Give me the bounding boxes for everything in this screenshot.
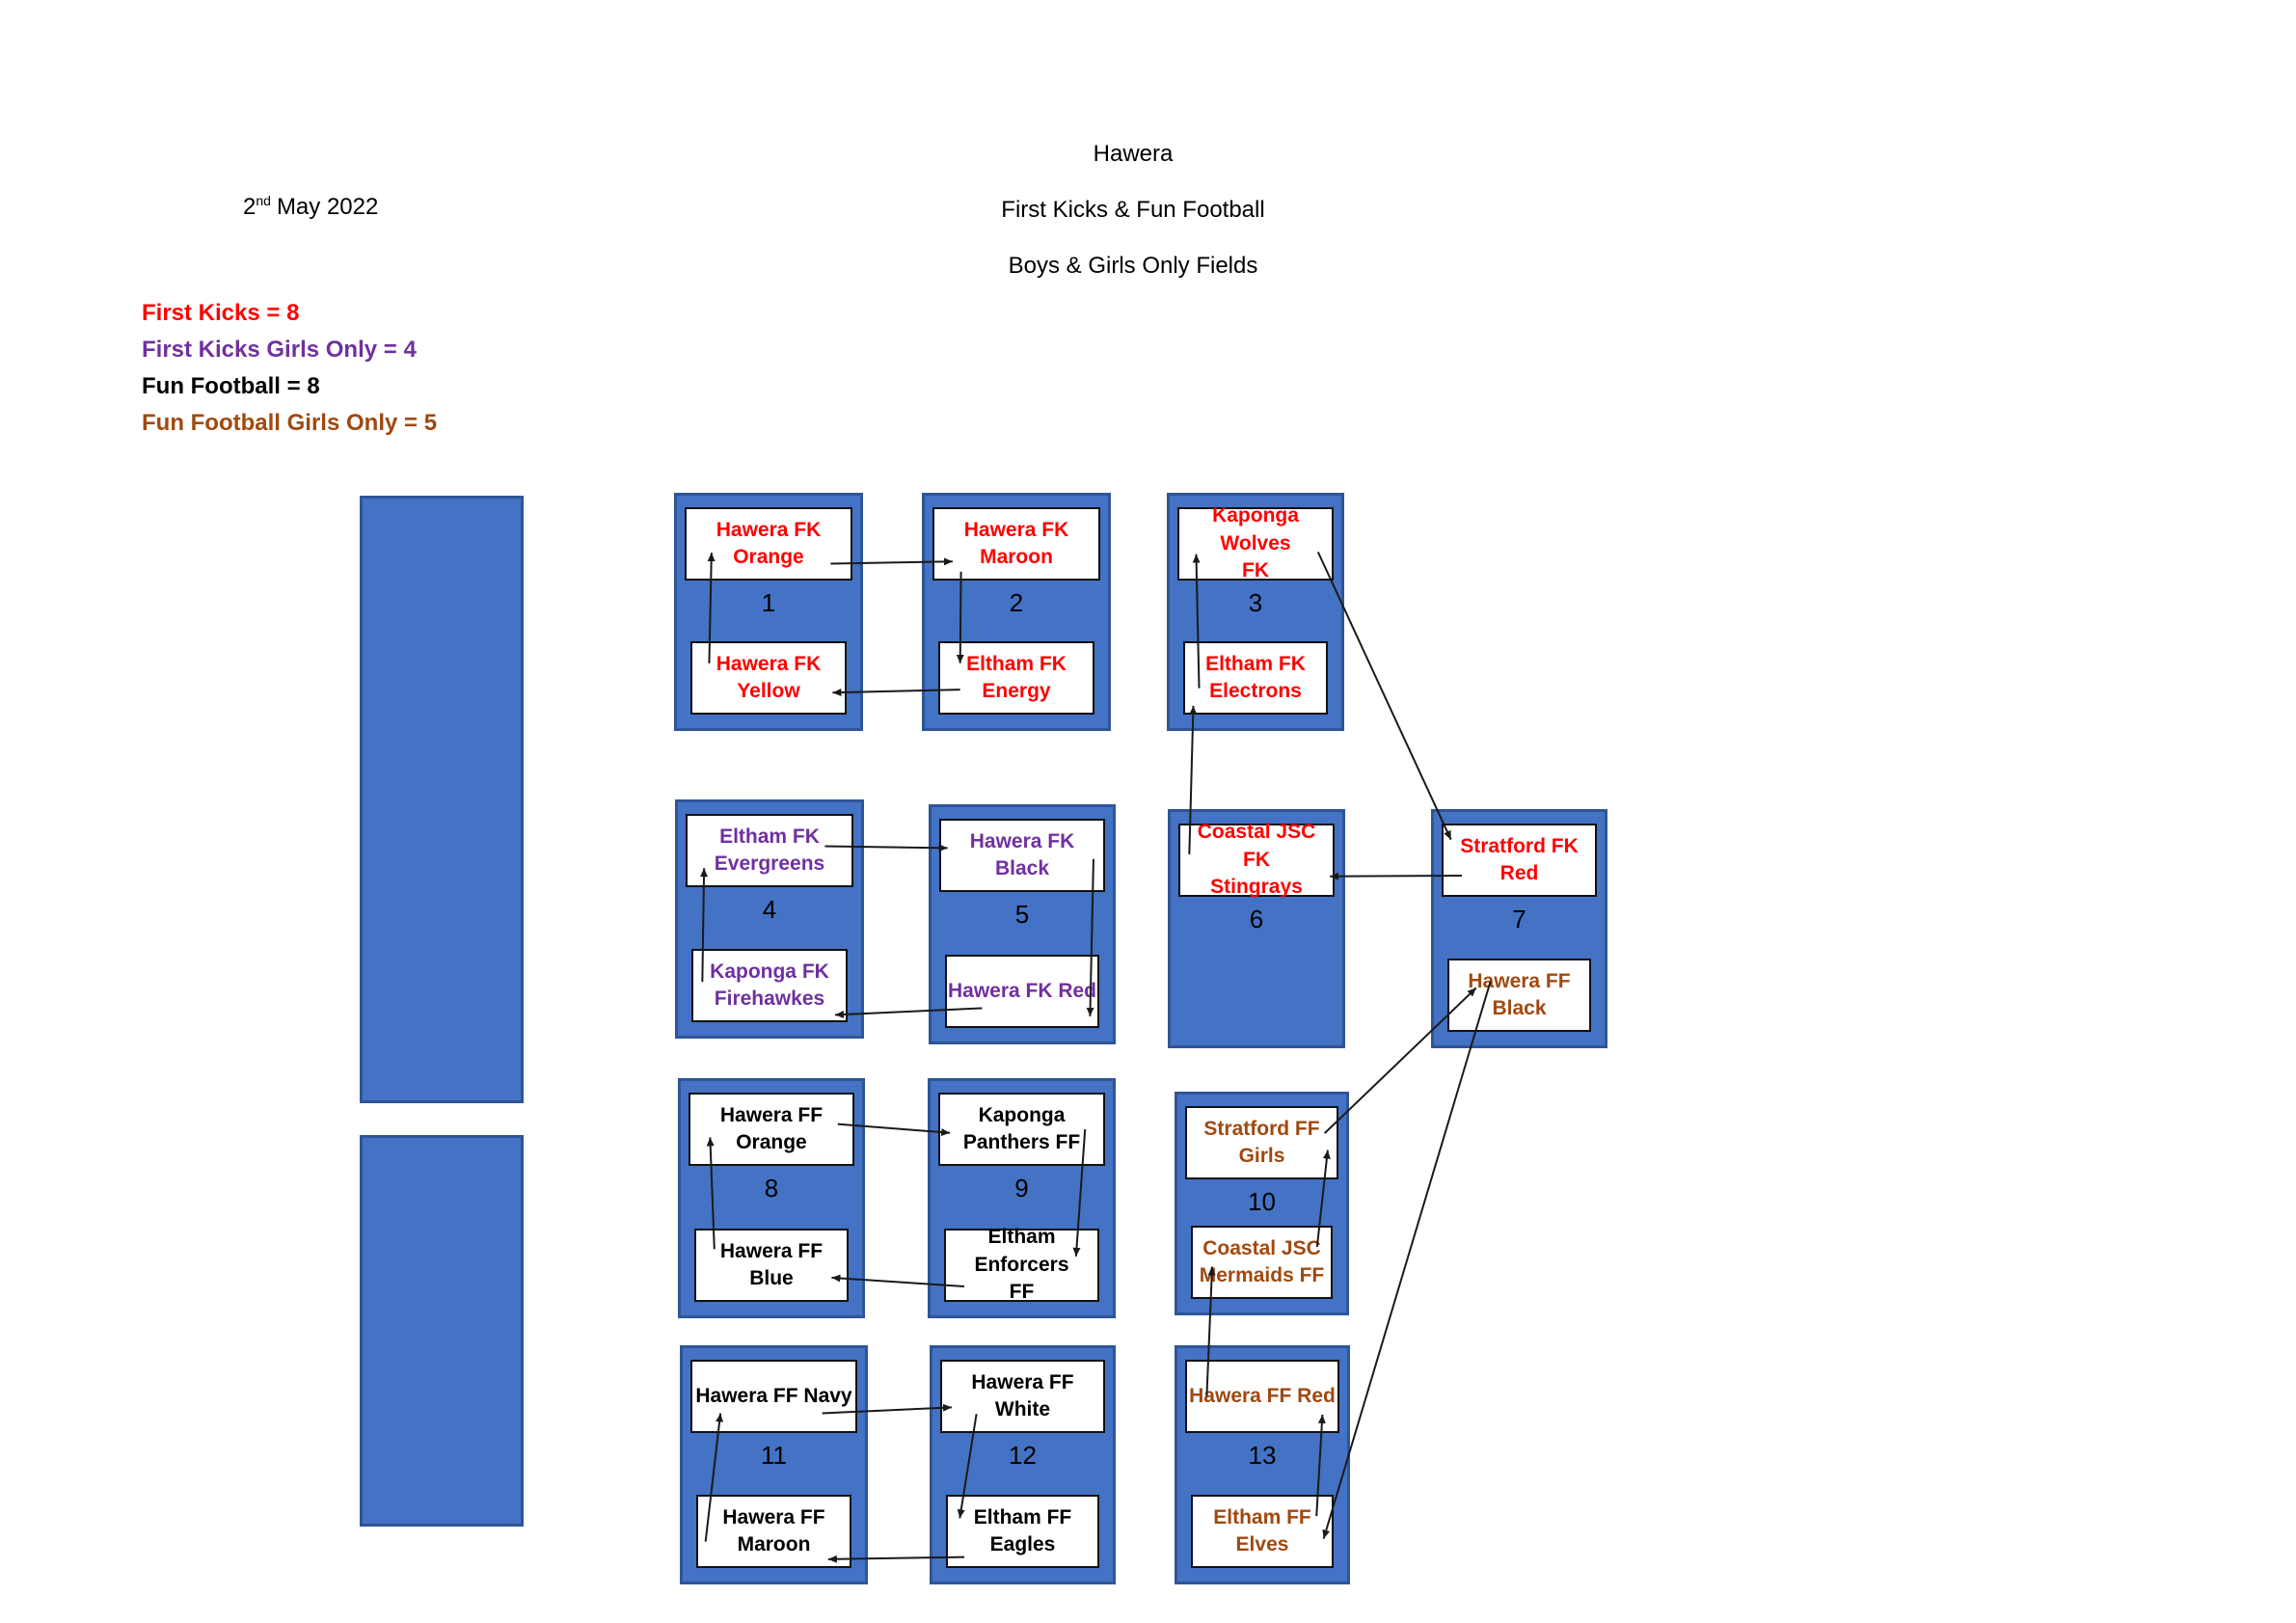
team-box: Stratford FK Red — [1442, 824, 1597, 897]
team-box: Hawera FF Maroon — [696, 1495, 851, 1568]
team-box: Hawera FK Red — [945, 955, 1099, 1028]
field: Coastal JSC FK Stingrays 6 — [1168, 809, 1345, 1048]
date-rest: May 2022 — [276, 194, 379, 220]
team-box: Eltham Enforcers FF — [944, 1226, 1099, 1303]
team-box: Eltham FK Electrons — [1183, 641, 1328, 715]
team-box: Eltham FK Evergreens — [686, 814, 853, 887]
date-day: 2 — [243, 194, 257, 220]
field-number: 11 — [761, 1441, 787, 1470]
legend-item: First Kicks Girls Only = 4 — [142, 337, 417, 363]
team-box: Hawera FF Red — [1185, 1360, 1339, 1433]
legend: First Kicks = 8 First Kicks Girls Only = … — [142, 295, 437, 442]
empty-field-rect — [360, 496, 524, 1103]
team-box: Hawera FF Orange — [689, 1093, 854, 1166]
team-box: Hawera FK Orange — [685, 507, 852, 581]
team-box: Hawera FK Yellow — [690, 641, 847, 715]
field-number: 9 — [1014, 1174, 1029, 1203]
field-number: 6 — [1249, 905, 1264, 933]
title-line-3: Boys & Girls Only Fields — [1008, 253, 1258, 279]
field: Kaponga Panthers FF Eltham Enforcers FF 9 — [928, 1078, 1116, 1318]
field-number: 4 — [762, 895, 777, 924]
team-box: Hawera FF White — [940, 1360, 1105, 1433]
date-label: 2nd May 2022 — [243, 193, 378, 221]
team-box: Stratford FF Girls — [1185, 1106, 1338, 1179]
field-number: 10 — [1248, 1187, 1276, 1216]
team-box: Hawera FF Navy — [690, 1360, 857, 1433]
team-box: Kaponga Panthers FF — [938, 1093, 1105, 1166]
date-ordinal: nd — [256, 193, 271, 208]
legend-item: Fun Football Girls Only = 5 — [142, 410, 438, 436]
team-box: Kaponga FK Firehawkes — [691, 949, 848, 1022]
field-number: 3 — [1248, 588, 1263, 617]
field-number: 13 — [1248, 1441, 1277, 1470]
field-number: 5 — [1014, 900, 1030, 929]
team-box: Kaponga Wolves FK — [1177, 504, 1334, 582]
title-line-2: First Kicks & Fun Football — [1001, 197, 1265, 223]
field-number: 8 — [764, 1174, 779, 1203]
field-number: 12 — [1009, 1441, 1037, 1470]
page-title: Hawera First Kicks & Fun Football Boys &… — [844, 141, 1422, 309]
team-box: Hawera FF Black — [1447, 959, 1591, 1032]
team-box: Hawera FF Blue — [694, 1229, 849, 1302]
team-box: Eltham FF Elves — [1191, 1495, 1334, 1568]
field: Kaponga Wolves FK Eltham FK Electrons 3 — [1167, 493, 1344, 731]
empty-field-rect — [360, 1135, 524, 1527]
field-number: 7 — [1512, 905, 1526, 933]
field-number: 2 — [1009, 588, 1024, 617]
field-number: 1 — [761, 588, 776, 617]
title-line-1: Hawera — [1093, 141, 1174, 167]
team-box: Coastal JSC Mermaids FF — [1191, 1226, 1333, 1299]
team-box: Hawera FK Black — [939, 819, 1105, 892]
team-box: Eltham FK Energy — [938, 641, 1094, 715]
legend-item: Fun Football = 8 — [142, 373, 320, 399]
team-box: Eltham FF Eagles — [946, 1495, 1099, 1568]
team-box: Coastal JSC FK Stingrays — [1178, 821, 1335, 898]
team-box: Hawera FK Maroon — [932, 507, 1100, 581]
legend-item: First Kicks = 8 — [142, 300, 300, 326]
